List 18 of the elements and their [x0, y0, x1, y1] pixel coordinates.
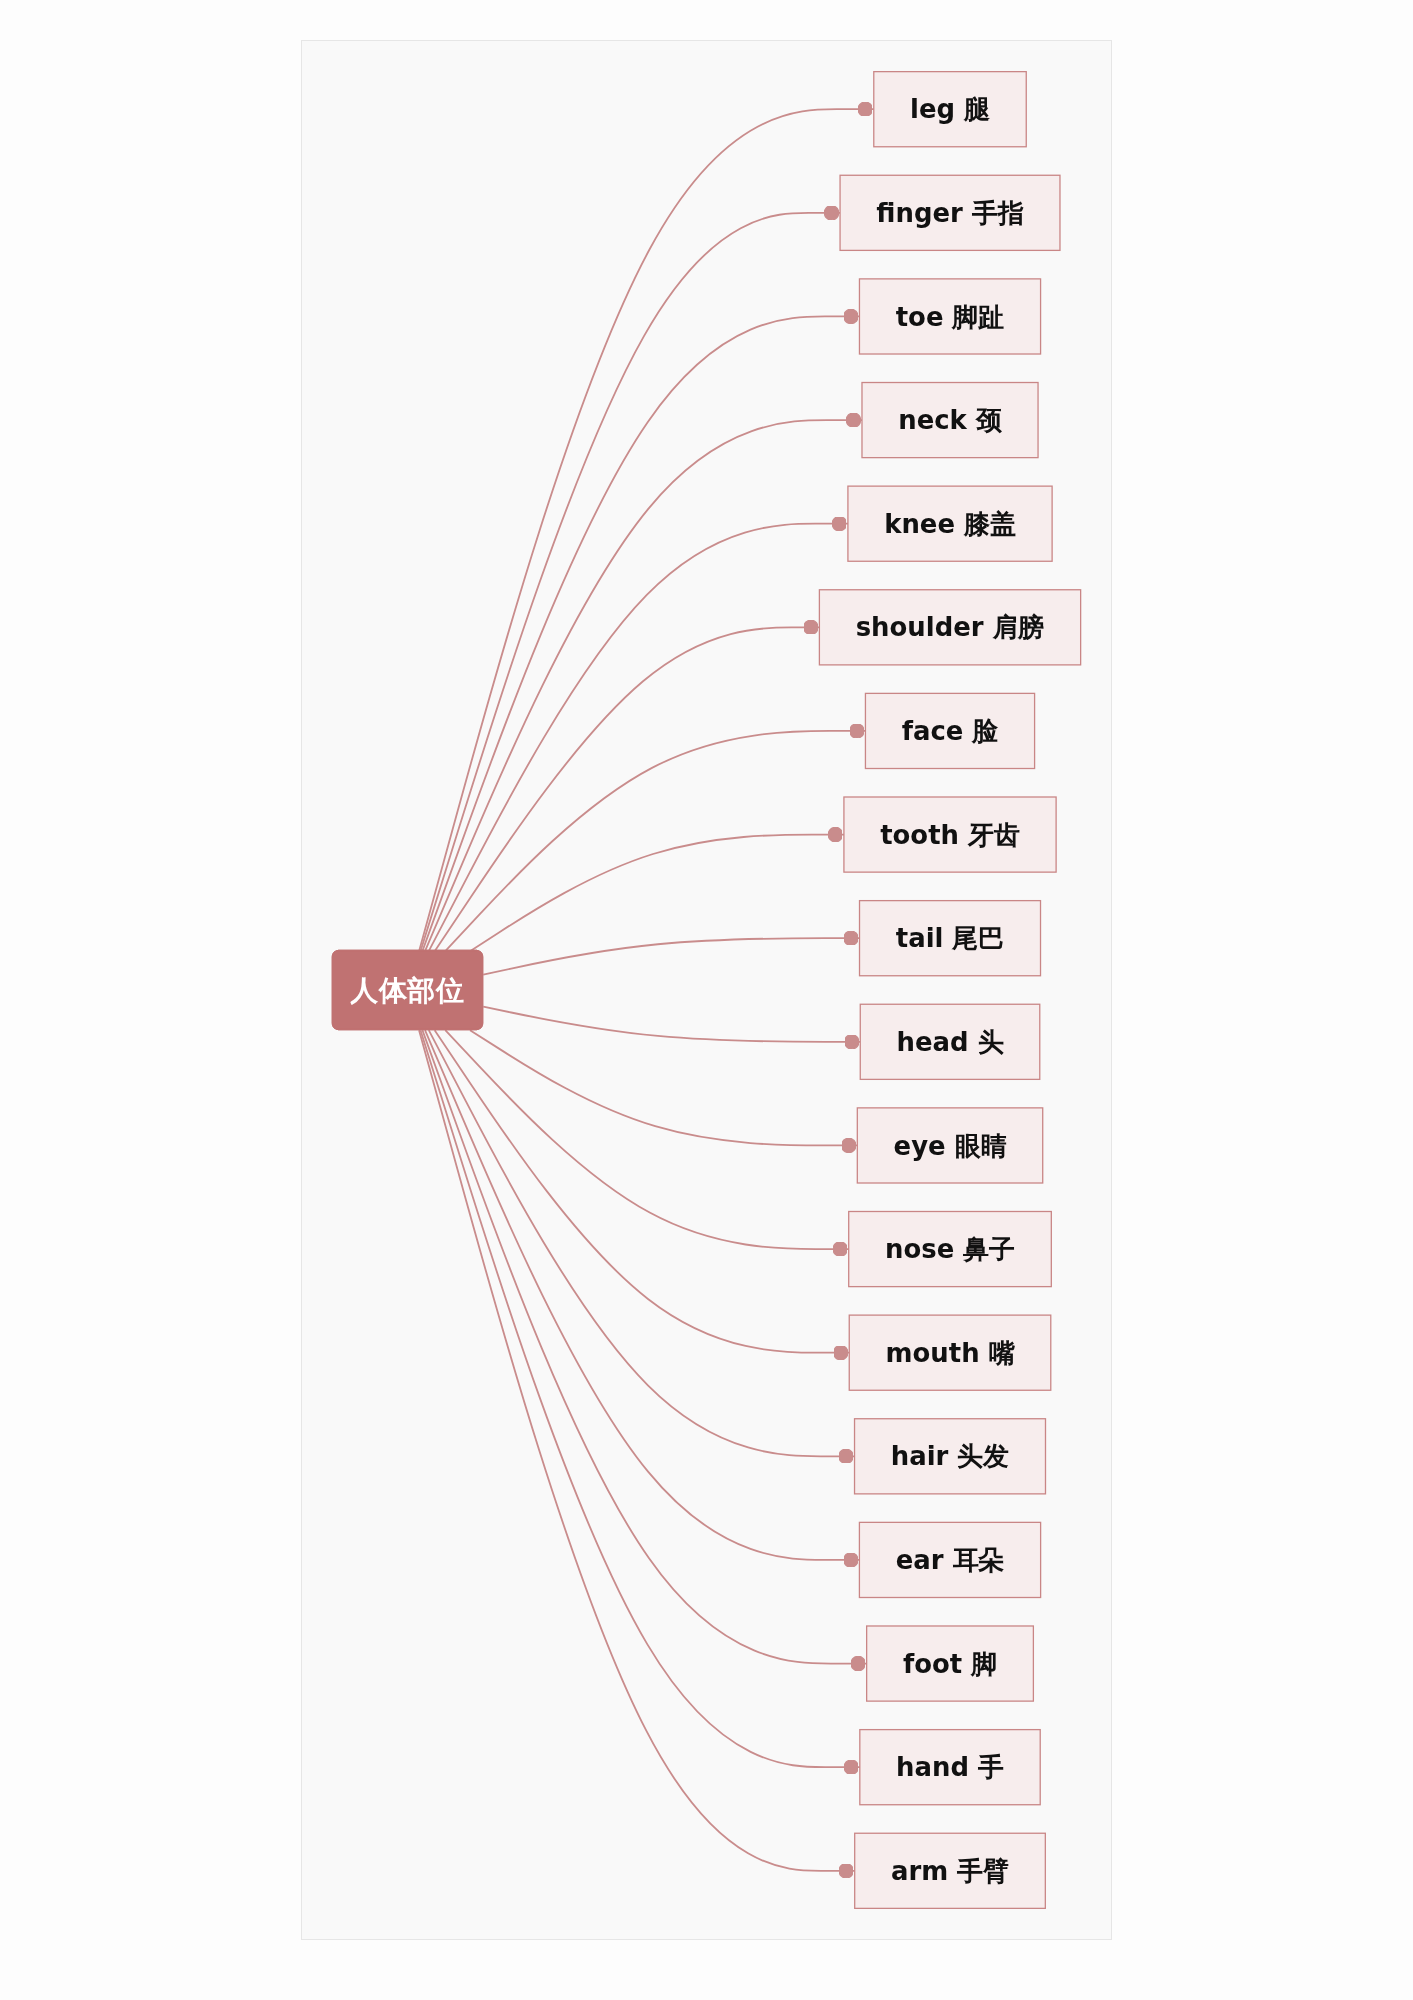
- node-box: neck 颈: [861, 381, 1039, 459]
- node-box: finger 手指: [839, 174, 1061, 252]
- node-box: tooth 牙齿: [843, 796, 1057, 873]
- node-box: toe 脚趾: [858, 278, 1042, 355]
- node-box: eye 眼睛: [856, 1107, 1044, 1184]
- node-box: shoulder 肩膀: [818, 589, 1082, 666]
- node-box: head 头: [859, 1003, 1041, 1081]
- node-box: ear 耳朵: [858, 1521, 1042, 1599]
- node-box: hand 手: [859, 1728, 1041, 1806]
- node-box: nose 鼻子: [848, 1210, 1052, 1288]
- node-box: arm 手臂: [854, 1832, 1046, 1909]
- node-box: leg 腿: [873, 71, 1027, 148]
- node-box: mouth 嘴: [848, 1314, 1052, 1391]
- node-box: knee 膝盖: [847, 485, 1053, 562]
- node-box: hair 头发: [853, 1418, 1047, 1495]
- node-box: foot 脚: [866, 1625, 1035, 1702]
- node-box: tail 尾巴: [858, 899, 1042, 977]
- node-box: face 脸: [864, 692, 1036, 770]
